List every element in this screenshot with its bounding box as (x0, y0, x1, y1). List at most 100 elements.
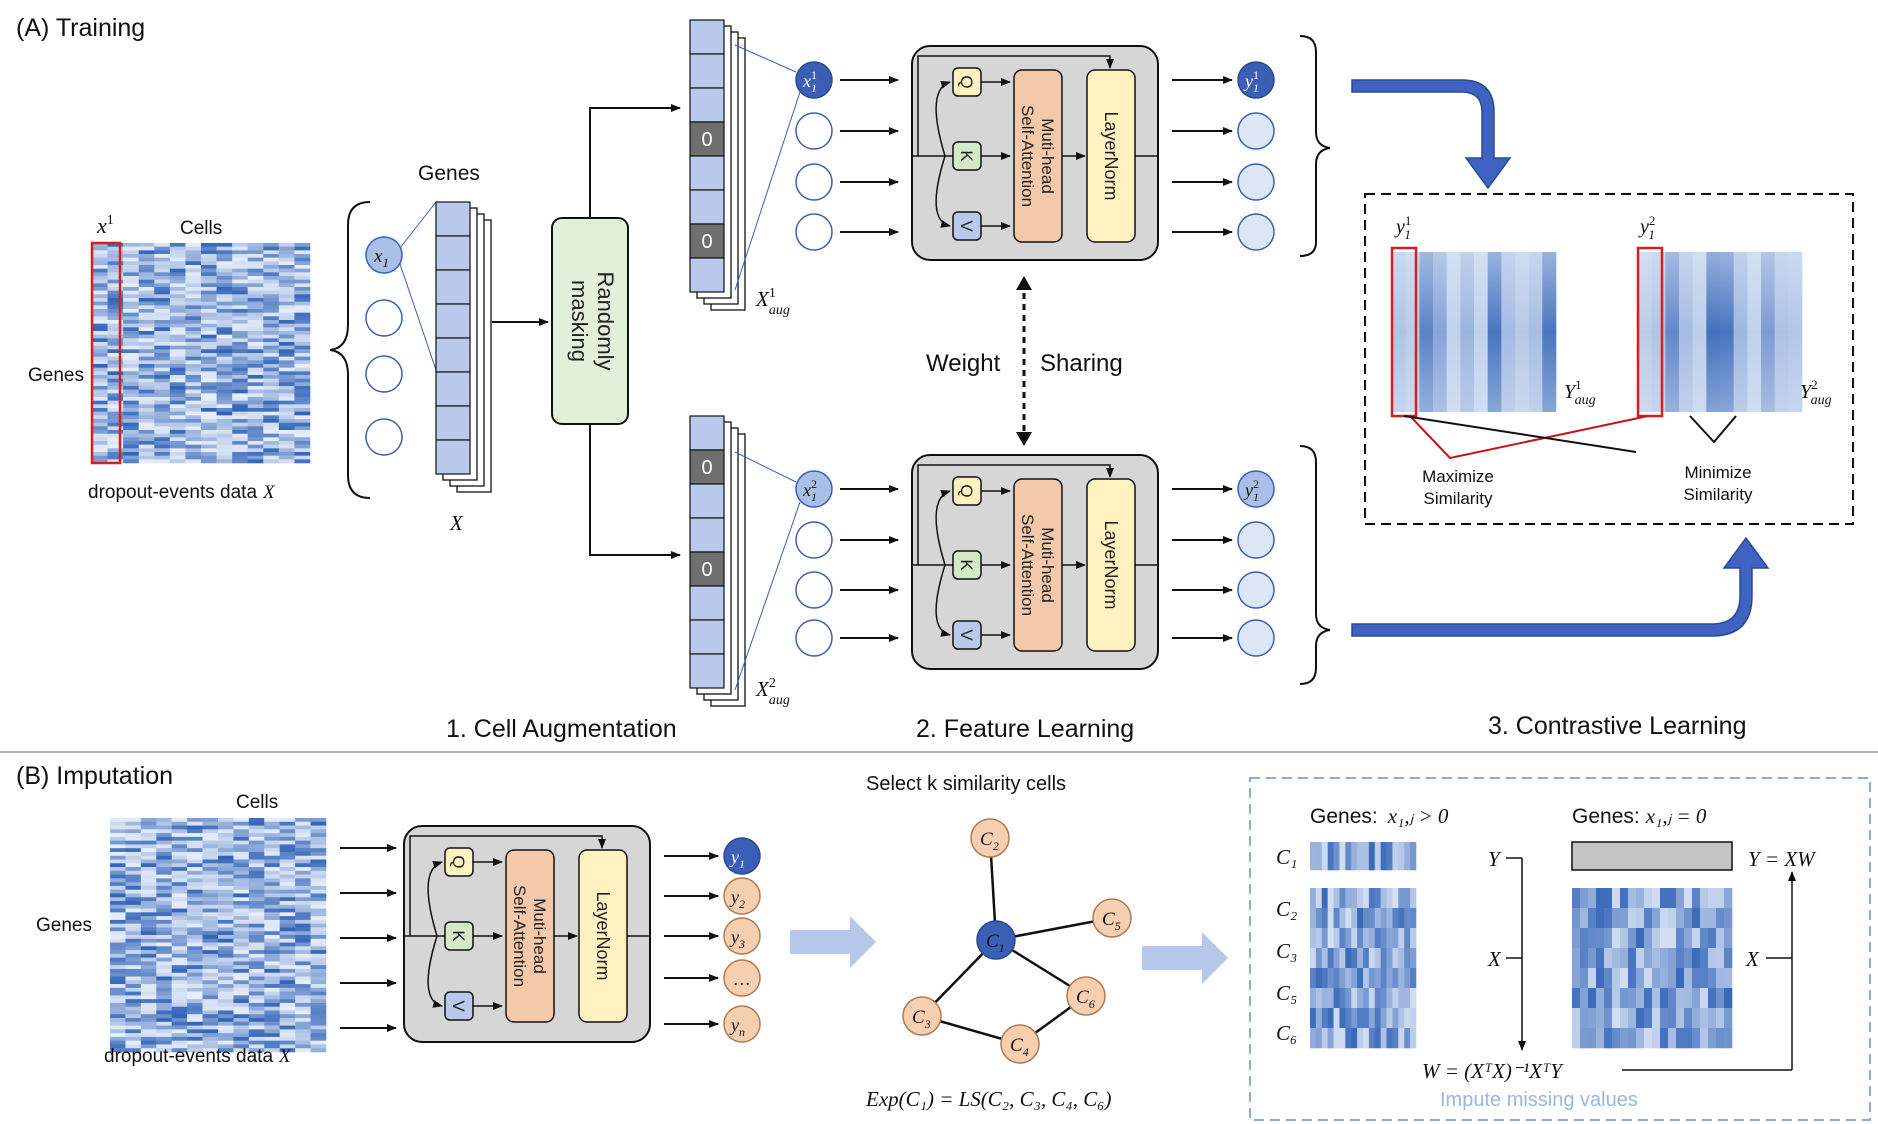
heatmap-cell (218, 882, 234, 887)
heatmap-cell (202, 935, 219, 940)
heatmap-cell (185, 257, 202, 262)
heatmap-cell (140, 844, 157, 849)
heatmap-cell (310, 1006, 327, 1011)
heatmap-cell (310, 1018, 327, 1023)
heatmap-cell (156, 923, 173, 928)
heatmap-cell (264, 874, 281, 879)
heatmap-cell (169, 459, 186, 464)
heatmap-cell (310, 946, 327, 951)
heatmap-cell (154, 360, 171, 365)
heatmap-cell (154, 287, 171, 291)
heatmap-cell (171, 1021, 188, 1026)
heatmap-cell (1684, 968, 1693, 989)
heatmap-cell (169, 430, 186, 434)
heatmap-cell (140, 889, 157, 894)
heatmap-cell (171, 1010, 188, 1015)
heatmap-cell (279, 851, 296, 857)
heatmap-cell (140, 953, 157, 958)
heatmap-cell (279, 867, 296, 872)
heatmap-cell (202, 840, 219, 845)
heatmap-cell (233, 950, 250, 955)
heatmap-cell (1327, 988, 1334, 1009)
heatmap-cell (92, 386, 108, 390)
heatmap-cell (1676, 948, 1685, 969)
row-label: C₆ (1276, 1021, 1297, 1045)
heatmap-cell (278, 305, 295, 310)
heatmap-cell (218, 848, 234, 853)
heatmap-cell (201, 356, 217, 361)
heatmap-cell (171, 893, 188, 898)
graph-node (970, 818, 1010, 858)
heatmap-cell (156, 889, 173, 894)
heatmap-cell (1410, 1008, 1417, 1029)
heatmap-cell (140, 1006, 157, 1011)
heatmap-cell (1380, 928, 1387, 949)
heatmap-cell (185, 331, 202, 335)
heatmap-cell (202, 893, 219, 898)
heatmap-cell (156, 885, 173, 891)
heatmap-cell (110, 840, 126, 845)
heatmap-cell (201, 246, 217, 251)
heatmap-cell (185, 316, 202, 321)
heatmap-cell (1604, 988, 1613, 1009)
heatmap-cell (140, 882, 157, 887)
heatmap-cell (171, 961, 188, 966)
heatmap-cell (110, 851, 126, 857)
heatmap-cell (232, 268, 249, 273)
heatmap-cell (218, 855, 234, 860)
heatmap-cell (295, 863, 311, 868)
heatmap-cell (295, 897, 311, 902)
heatmap-cell (140, 1014, 157, 1019)
heatmap-cell (279, 984, 296, 989)
heatmap-cell (1321, 842, 1328, 871)
heatmap-cell (1692, 908, 1701, 929)
heatmap-cell (264, 844, 281, 849)
heatmap-cell (110, 938, 126, 943)
heatmap-cell (1700, 908, 1709, 929)
heatmap-cell (107, 455, 124, 460)
heatmap-cell (201, 290, 217, 295)
heatmap-cell (140, 938, 157, 943)
heatmap-cell (247, 257, 264, 262)
heatmap-cell (169, 404, 186, 409)
heatmap-cell (92, 287, 108, 291)
heatmap-cell (279, 897, 296, 902)
heatmap-cell (169, 305, 186, 310)
heatmap-cell (202, 976, 219, 981)
heatmap-cell (202, 1006, 219, 1011)
heatmap-cell (185, 455, 202, 460)
heatmap-cell (1310, 1008, 1317, 1029)
heatmap-cell (169, 400, 186, 405)
heatmap-cell (216, 305, 233, 310)
heatmap-cell (125, 1036, 142, 1041)
heatmap-cell (154, 309, 171, 313)
heatmap-cell (1636, 928, 1645, 949)
heatmap-cell (169, 294, 186, 299)
heatmap-cell (232, 290, 249, 295)
heatmap-cell (279, 859, 296, 864)
genes-label: Genes (28, 365, 84, 386)
heatmap-cell (1368, 908, 1376, 929)
heatmap-cell (247, 430, 264, 434)
heatmap-cell (295, 821, 311, 826)
heatmap-cell (218, 919, 234, 924)
heatmap-cell (247, 415, 264, 420)
node-empty (795, 521, 833, 559)
heatmap-cell (1636, 888, 1645, 909)
heatmap-cell (202, 1048, 219, 1053)
heatmap-cell (154, 261, 171, 266)
heatmap-cell (264, 931, 281, 936)
heatmap-cell (169, 334, 186, 339)
heatmap-cell (1357, 842, 1364, 871)
heatmap-cell (154, 320, 171, 324)
heatmap-cell (201, 287, 217, 291)
heatmap-cell (1386, 888, 1393, 909)
heatmap-cell (233, 897, 250, 902)
heatmap-cell (138, 338, 155, 343)
heatmap-cell (263, 298, 280, 302)
heatmap-cell (92, 323, 108, 328)
heatmap-cell (171, 833, 188, 838)
heatmap-cell (110, 889, 126, 894)
heatmap-cell (110, 968, 126, 974)
